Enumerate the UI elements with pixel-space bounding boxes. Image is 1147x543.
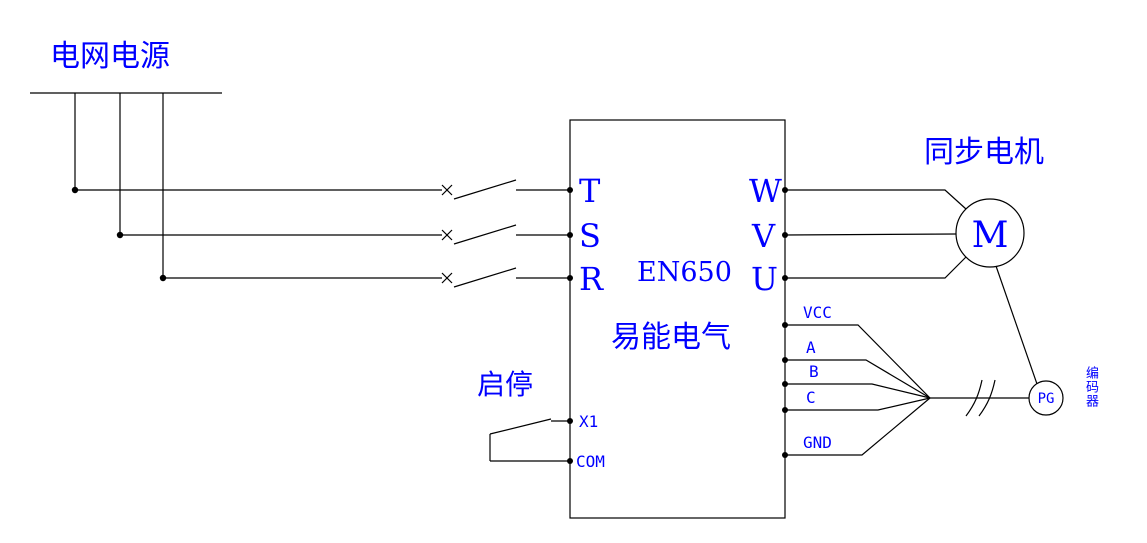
inverter-outline	[569, 119, 786, 519]
grid-power-source: 电网电源	[30, 39, 222, 282]
phase-switch-r	[163, 267, 570, 288]
switch-blade	[453, 179, 517, 200]
motor: 同步电机 M	[924, 135, 1044, 385]
switch-blade	[489, 418, 552, 435]
wire-gnd	[785, 397, 931, 456]
terminal-label-w: W	[749, 172, 782, 210]
terminal-label-gnd: GND	[803, 433, 832, 452]
terminal-label-vcc: VCC	[803, 303, 832, 322]
wire-c	[785, 397, 931, 411]
terminal-dot	[567, 187, 573, 193]
encoder-circle	[1028, 380, 1064, 416]
motor-symbol: M	[972, 215, 1009, 256]
terminal-dot	[567, 275, 573, 281]
breaker-cross-icon	[441, 184, 453, 196]
encoder: PG	[1028, 380, 1064, 416]
encoder-symbol: PG	[1038, 391, 1055, 407]
inverter-box: T S R EN650 易能电气 W V U X1 COM	[567, 119, 788, 519]
motor-output-wires	[784, 189, 967, 279]
terminal-label-u: U	[751, 260, 778, 298]
wire-w-to-motor	[785, 189, 967, 210]
terminal-label-s: S	[579, 217, 601, 255]
start-stop-label: 启停	[477, 368, 533, 401]
phase-switch-s	[120, 224, 570, 245]
switch-blade	[453, 224, 517, 245]
terminal-label-v: V	[751, 217, 776, 255]
terminal-label-a: A	[806, 338, 816, 357]
terminal-label-x1: X1	[579, 412, 598, 431]
motor-to-encoder-shaft-line	[995, 265, 1038, 385]
grid-power-label: 电网电源	[50, 39, 170, 74]
cable-break-icon	[965, 379, 983, 417]
switch-blade	[453, 267, 517, 288]
motor-circle	[955, 198, 1025, 268]
wire-vcc	[785, 324, 931, 399]
encoder-label: 编码器	[1083, 366, 1098, 408]
start-stop-switch: 启停	[477, 368, 570, 462]
wire-v-to-motor	[784, 233, 957, 236]
terminal-label-r: R	[579, 260, 604, 298]
cable-break-icon	[978, 379, 996, 417]
wire-u-to-motor	[785, 256, 967, 279]
encoder-signal-wires: VCC A B C GND	[785, 303, 1029, 456]
terminal-label-c: C	[806, 388, 816, 407]
terminal-dot	[567, 232, 573, 238]
terminal-label-com: COM	[576, 452, 605, 471]
breaker-cross-icon	[441, 272, 453, 284]
motor-label: 同步电机	[924, 135, 1044, 170]
terminal-label-b: B	[809, 362, 819, 381]
phase-switch-t	[75, 179, 570, 200]
breaker-cross-icon	[441, 229, 453, 241]
terminal-label-t: T	[579, 172, 601, 210]
inverter-model-label: EN650	[637, 257, 732, 288]
wire-b	[785, 383, 931, 399]
wire-a	[785, 359, 931, 399]
inverter-brand-label: 易能电气	[611, 320, 731, 355]
